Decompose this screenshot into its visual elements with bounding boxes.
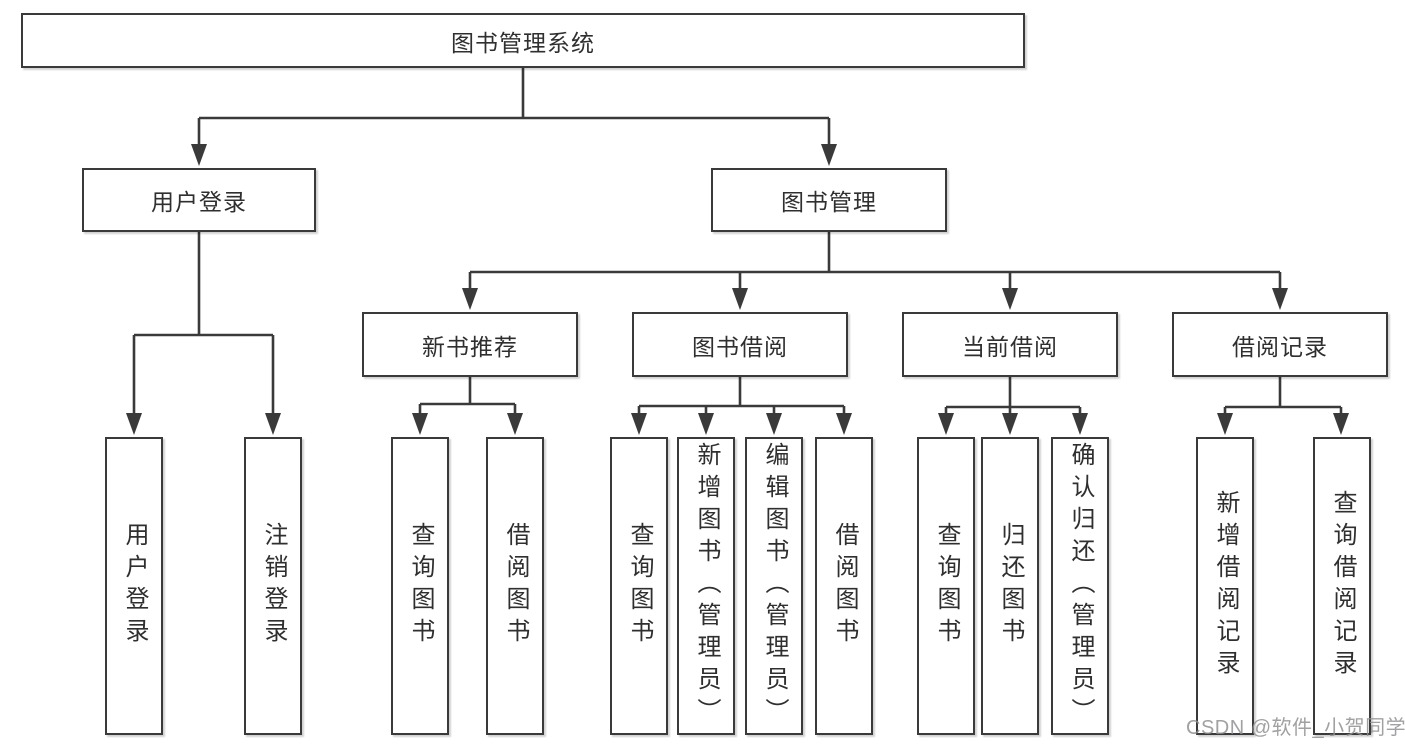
node-system-root: 图书管理系统 — [21, 13, 1025, 68]
leaf-return-book: 归还图书 — [981, 437, 1039, 735]
leaf-add-borrow-record: 新增借阅记录 — [1196, 437, 1254, 735]
leaf-edit-book-admin: 编辑图书（管理员） — [745, 437, 803, 735]
leaf-add-book-admin: 新增图书（管理员） — [677, 437, 735, 735]
leaf-recommend-borrow-books: 借阅图书 — [486, 437, 544, 735]
leaf-logout-login: 注销登录 — [244, 437, 302, 735]
leaf-borrowing-borrow-books: 借阅图书 — [815, 437, 873, 735]
leaf-borrowing-query-books: 查询图书 — [610, 437, 668, 735]
leaf-user-login: 用户登录 — [105, 437, 163, 735]
node-new-book-recommendation: 新书推荐 — [362, 312, 578, 377]
node-user-login: 用户登录 — [82, 168, 316, 232]
node-borrowing-records: 借阅记录 — [1172, 312, 1388, 377]
watermark: CSDN @软件_小贺同学 — [1186, 717, 1405, 739]
leaf-current-query-books: 查询图书 — [917, 437, 975, 735]
node-book-management: 图书管理 — [711, 168, 947, 232]
node-book-borrowing: 图书借阅 — [632, 312, 848, 377]
leaf-recommend-query-books: 查询图书 — [391, 437, 449, 735]
leaf-query-borrow-record: 查询借阅记录 — [1313, 437, 1371, 735]
node-current-borrowing: 当前借阅 — [902, 312, 1118, 377]
leaf-confirm-return-admin: 确认归还（管理员） — [1051, 437, 1109, 735]
